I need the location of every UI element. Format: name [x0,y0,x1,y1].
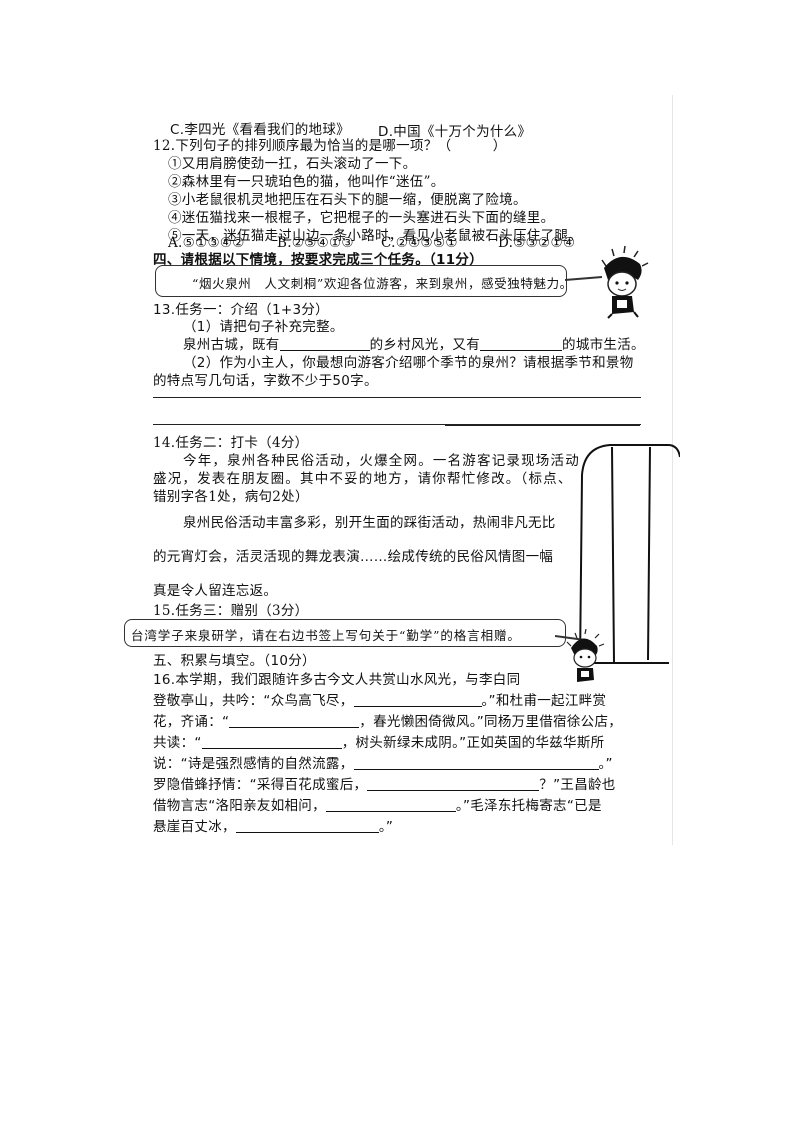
page-margin-rule [672,95,673,845]
q14-intro-line2: 盛况，发表在朋友圈。其中不妥的地方，请你帮忙修改。（标点、 [153,471,573,487]
q16-line6-text-b: ？”王昌龄也 [539,777,616,793]
cartoon-child-icon [555,628,605,682]
q12-stem: 12.下列句子的排列顺序最为恰当的是哪一项？（ ） [153,138,507,154]
q15-bubble-text: 台湾学子来泉研学，请在右边书签上写句关于“勤学”的格言相赠。 [131,628,521,643]
q12-sentence-5: ⑤一天，迷伍猫走过山边一条小路时，看见小老鼠被石头压住了腿。 [168,228,582,244]
q12-option-c: C.②④③⑤① [381,235,458,251]
q13-fill-prefix: 泉州古城，既有 [183,337,280,353]
q16-line8: 悬崖百丈冰， 。” [153,818,393,836]
q16-line2: 登敬亭山，共吟：“众鸟高飞尽， 。”和杜甫一起江畔赏 [153,692,606,710]
q14-intro-line1: 今年，泉州各种民俗活动，火爆全网。一名游客记录现场活动 [183,453,580,469]
q13-blank-urban[interactable] [480,336,563,351]
q13-fill-suffix: 的城市生活。 [562,337,645,353]
bookmark-frame[interactable] [570,435,680,675]
q14-post-line1: 泉州民俗活动丰富多彩，别开生面的踩街活动，热闹非凡无比 [183,515,556,531]
q16-line1: 16.本学期，我们跟随许多古今文人共赏山水风光，与李白同 [153,672,521,688]
q16-line8-text-b: 。” [378,819,394,835]
q12-option-a: A.⑤①③④② [168,235,245,251]
section4-bubble-text: “烟火泉州 人文刺桐”欢迎各位游客，来到泉州，感受独特魅力。 [192,276,573,291]
q16-line3: 花，齐诵：“ ，春光懒困倚微风。”同杨万里借宿徐公店， [153,713,622,731]
q13-answer-line-1[interactable] [153,397,641,398]
q16-line3-text-a: 花，齐诵：“ [153,714,230,730]
q14-post-line3: 真是令人留连忘返。 [153,583,278,599]
q16-line8-text-a: 悬崖百丈冰， [153,819,236,835]
q12-sentence-3: ③小老鼠很机灵地把压在石头下的腿一缩，便脱离了险境。 [168,192,527,208]
q15-title: 15.任务三：赠别（3分） [153,603,309,619]
q16-line7: 借物言志“洛阳亲友如相问， 。”毛泽东托梅寄志“已是 [153,797,602,815]
q16-line5-text-b: 。” [598,756,613,772]
q16-line7-text-a: 借物言志“洛阳亲友如相问， [153,798,326,814]
q12-sentence-1: ①又用肩膀使劲一扛，石头滚动了一下。 [168,156,417,172]
q16-line4: 共读：“ ，树头新绿未成阴。”正如英国的华兹华斯所 [153,734,604,752]
q13-part1: （1）请把句子补充完整。 [183,319,344,335]
q16-blank-3[interactable] [201,734,342,749]
q16-line2-text-b: 。”和杜甫一起江畔赏 [481,693,607,709]
q11-option-d: D.中国《十万个为什么》 [378,124,532,140]
q16-blank-1[interactable] [353,692,482,707]
q11-option-c: C.李四光《看看我们的地球》 [170,122,350,138]
cartoon-child-icon [564,245,649,319]
q12-option-d: D.⑤③②①④ [498,235,576,251]
q13-part2-line1: （2）作为小主人，你最想向游客介绍哪个季节的泉州？请根据季节和景物 [183,355,634,371]
q16-line6-text-a: 罗隐借蜂抒情：“采得百花成蜜后， [153,777,368,793]
q15-speech-bubble: 台湾学子来泉研学，请在右边书签上写句关于“勤学”的格言相赠。 [124,619,566,647]
q16-blank-2[interactable] [229,713,360,728]
q16-line3-text-b: ，春光懒困倚微风。”同杨万里借宿徐公店， [359,714,623,730]
q14-post-line2: 的元宵灯会，活灵活现的舞龙表演……绘成传统的民俗风情图一幅 [153,549,554,565]
q13-part2-line2: 的特点写几句话，字数不少于50字。 [153,373,378,389]
q12-sentence-4: ④迷伍猫找来一根棍子，它把棍子的一头塞进石头下面的缝里。 [168,210,555,226]
q16-line7-text-b: 。”毛泽东托梅寄志“已是 [455,798,602,814]
q14-intro-line3: 错别字各1处，病句2处） [153,489,309,505]
q14-title: 14.任务二：打卡（4分） [153,435,309,451]
q16-line4-text-a: 共读：“ [153,735,202,751]
q16-line6: 罗隐借蜂抒情：“采得百花成蜜后， ？”王昌龄也 [153,776,616,794]
q14-top-rule [445,425,640,426]
q13-answer-line-2[interactable] [153,424,641,425]
q16-line5-text-a: 说：“诗是强烈感情的自然流露， [153,756,354,772]
q16-line4-text-b: ，树头新绿未成阴。”正如英国的华兹华斯所 [341,735,605,751]
q16-blank-6[interactable] [325,797,456,812]
q13-blank-rural[interactable] [279,336,370,351]
q12-option-b: B.②⑤④①③ [277,235,354,251]
section4-heading: 四、请根据以下情境，按要求完成三个任务。（11分） [153,252,484,268]
section4-speech-bubble: “烟火泉州 人文刺桐”欢迎各位游客，来到泉州，感受独特魅力。 [155,265,572,297]
q16-blank-5[interactable] [367,776,540,791]
q16-blank-4[interactable] [353,755,599,770]
q13-fill-sentence: 泉州古城，既有 的乡村风光，又有 的城市生活。 [183,336,645,354]
q16-blank-7[interactable] [235,818,379,833]
section5-heading: 五、积累与填空。（10分） [153,653,316,669]
q12-sentence-2: ②森林里有一只琥珀色的猫，他叫作“迷伍”。 [168,174,445,190]
q16-line5: 说：“诗是强烈感情的自然流露， 。” [153,755,613,773]
q13-fill-middle: 的乡村风光，又有 [369,337,481,353]
q13-title: 13.任务一：介绍（1+3分） [153,302,329,318]
q16-line2-text-a: 登敬亭山，共吟：“众鸟高飞尽， [153,693,354,709]
